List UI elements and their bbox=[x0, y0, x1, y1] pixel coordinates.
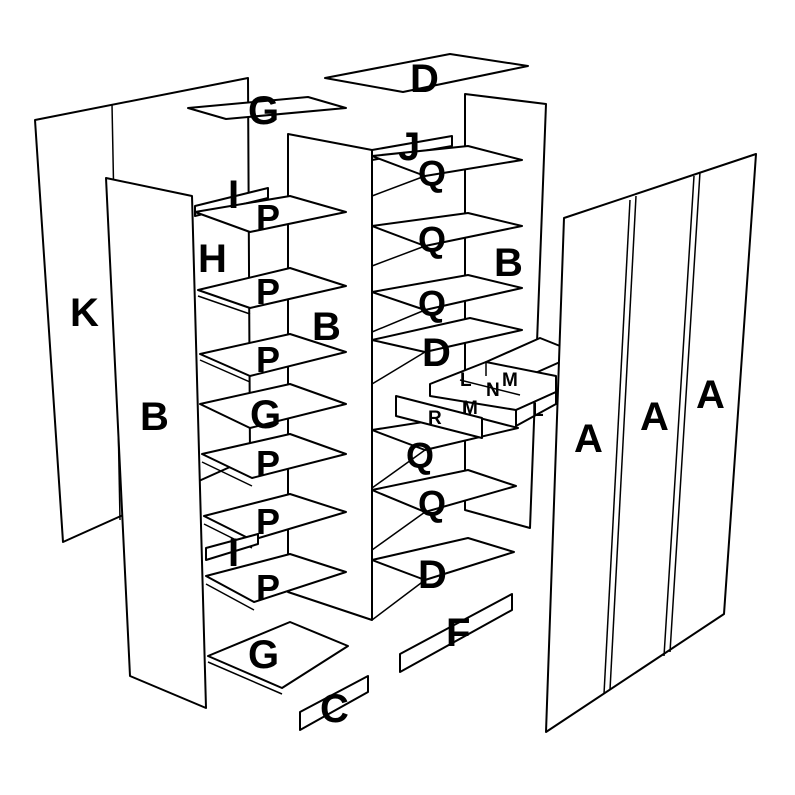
label-l2: L bbox=[532, 400, 544, 421]
label-q3: Q bbox=[418, 283, 446, 324]
shelf-p5 bbox=[203, 493, 347, 541]
label-d-top: D bbox=[410, 57, 439, 101]
plinth-f bbox=[399, 593, 513, 673]
label-p6: P bbox=[256, 567, 280, 608]
shelf-q3 bbox=[371, 274, 523, 311]
label-m2: M bbox=[462, 398, 478, 419]
label-g-low: G bbox=[248, 633, 279, 677]
shelf-q1 bbox=[371, 145, 523, 177]
label-k: K bbox=[70, 291, 99, 335]
right-shelves bbox=[371, 145, 523, 621]
label-p5: P bbox=[256, 501, 280, 542]
shelf-p2 bbox=[197, 267, 347, 309]
label-q5: Q bbox=[418, 483, 446, 524]
shelf-d-low bbox=[371, 537, 515, 581]
shelf-q5 bbox=[371, 469, 517, 513]
top-panel-d bbox=[324, 53, 529, 93]
rail-i-low bbox=[205, 533, 259, 561]
label-g-mid: G bbox=[250, 393, 281, 437]
label-b-middle: B bbox=[312, 305, 341, 349]
shelf-d-mid bbox=[371, 317, 523, 353]
shelf-g-mid bbox=[199, 383, 347, 429]
drawer-front-r bbox=[395, 395, 483, 439]
label-m1: M bbox=[502, 370, 518, 391]
label-a2: A bbox=[640, 395, 669, 439]
label-p3: P bbox=[256, 339, 280, 380]
top-panel-g bbox=[187, 96, 347, 120]
label-b-right: B bbox=[494, 241, 523, 285]
label-q1: Q bbox=[418, 153, 446, 194]
label-n: N bbox=[486, 380, 500, 401]
label-l1: L bbox=[460, 370, 472, 391]
label-f: F bbox=[446, 611, 470, 655]
label-i-top: I bbox=[228, 173, 239, 217]
drawer-assembly bbox=[395, 337, 561, 439]
shelf-p3 bbox=[199, 333, 347, 377]
label-q4: Q bbox=[406, 435, 434, 476]
label-r: R bbox=[428, 408, 442, 429]
label-p4: P bbox=[256, 443, 280, 484]
label-q2: Q bbox=[418, 219, 446, 260]
label-j: J bbox=[398, 125, 420, 169]
left-shelves bbox=[194, 195, 349, 695]
label-d-low: D bbox=[418, 553, 447, 597]
label-g-top: G bbox=[248, 89, 279, 133]
panel-b-left bbox=[105, 177, 207, 709]
shelf-p1 bbox=[194, 195, 347, 233]
label-c: C bbox=[320, 687, 349, 731]
label-d-mid: D bbox=[422, 331, 451, 375]
shelf-q2 bbox=[371, 212, 523, 247]
label-a1: A bbox=[574, 417, 603, 461]
shelf-p4 bbox=[201, 433, 347, 479]
label-b-left: B bbox=[140, 395, 169, 439]
plinth-c bbox=[299, 675, 369, 731]
doors-a bbox=[545, 153, 757, 733]
label-h: H bbox=[198, 237, 227, 281]
label-p1: P bbox=[256, 197, 280, 238]
label-p2: P bbox=[256, 271, 280, 312]
shelf-p6 bbox=[205, 553, 347, 603]
label-i-low: I bbox=[228, 531, 239, 575]
drawer-front-side bbox=[515, 391, 557, 427]
part-labels: A A A B B B C D D D F G G G H I I J K P … bbox=[70, 57, 725, 731]
label-a3: A bbox=[696, 373, 725, 417]
shelf-g-low bbox=[207, 621, 349, 689]
